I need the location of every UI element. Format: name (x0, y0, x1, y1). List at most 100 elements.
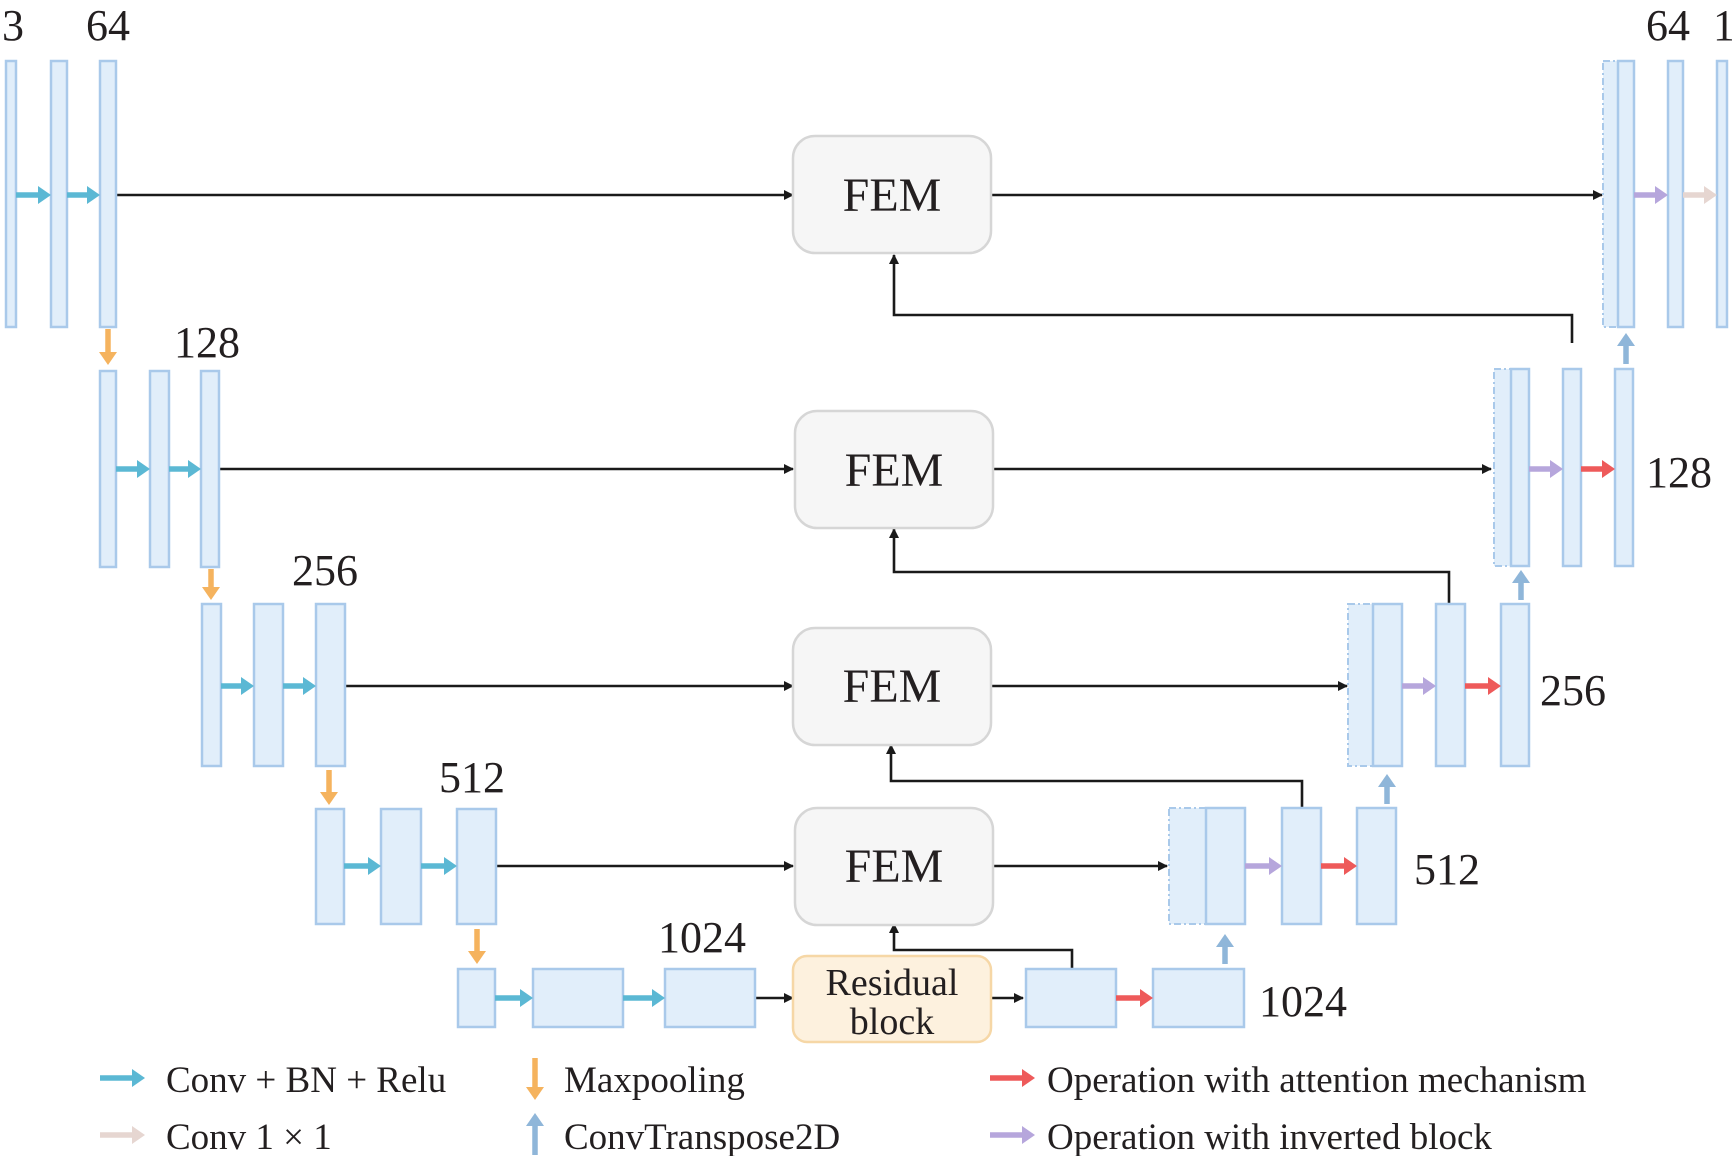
convtranspose-arrow (1512, 570, 1530, 600)
channel-label-bottleneck: 1024 (658, 913, 746, 962)
feature-map (1355, 806, 1398, 926)
conv-bn-relu-arrow (67, 186, 100, 204)
maxpool-arrow (468, 929, 486, 964)
arrow-down-maxpool-icon (526, 1058, 544, 1100)
fem-box (791, 626, 993, 747)
fem-label: FEM (845, 840, 944, 893)
conv-bn-relu-arrow (283, 677, 316, 695)
fem-label: FEM (843, 169, 942, 222)
feature-map (1666, 59, 1685, 329)
upward-path-1 (889, 254, 1574, 343)
feature-map (314, 602, 347, 768)
fem-label: FEM (843, 660, 942, 713)
fem-box (791, 134, 993, 255)
legend-label-attention: Operation with attention mechanism (1047, 1060, 1587, 1101)
arrow-up-convtranspose-icon (526, 1113, 544, 1155)
channel-label-dec-top-64: 64 (1646, 1, 1690, 50)
feature-map (379, 807, 423, 926)
feature-map (1371, 602, 1404, 768)
channel-label-dec4: 512 (1414, 845, 1480, 894)
residual-box (791, 954, 993, 1044)
channel-label-enc2: 128 (174, 318, 240, 367)
arrow-right-conv1x1-icon (100, 1126, 145, 1144)
upward-path-2 (889, 528, 1451, 603)
fem-module-3: FEM (791, 626, 993, 747)
conv-bn-relu-arrow (116, 460, 150, 478)
arrow-right-conv-bn-relu-icon (100, 1069, 145, 1087)
legend: Conv + BN + Relu Conv 1 × 1 Maxpooling C… (100, 1058, 1587, 1158)
fem-module-2: FEM (793, 409, 995, 530)
maxpool-arrow (99, 329, 117, 365)
feature-map (148, 369, 171, 569)
inverted-arrow (1402, 677, 1436, 695)
feature-map (455, 807, 498, 926)
fem-box (793, 806, 995, 927)
legend-icons (100, 1058, 1035, 1155)
feature-map (1024, 967, 1118, 1029)
concat-feature-map (1602, 60, 1620, 328)
channel-label-dec3: 256 (1540, 666, 1606, 715)
feature-map (314, 807, 346, 926)
attention-arrow (1581, 460, 1615, 478)
attention-arrow (1321, 857, 1357, 875)
feature-map (1151, 967, 1246, 1029)
conv-bn-relu-arrow (623, 989, 665, 1007)
fem-module-1: FEM (791, 134, 993, 255)
feature-map (1613, 367, 1635, 568)
feature-map (1204, 806, 1247, 926)
feature-map (1715, 59, 1729, 329)
residual-label-line1: Residual (826, 962, 959, 1004)
feature-map (199, 369, 221, 569)
feature-map (1434, 602, 1467, 768)
feature-map (98, 59, 118, 329)
feature-map (531, 967, 625, 1029)
feature-map (98, 369, 118, 569)
conv1x1-arrow (1683, 186, 1717, 204)
channel-label-dec-bottom: 1024 (1259, 977, 1347, 1026)
upward-path-4 (889, 923, 1074, 968)
conv-bn-relu-arrow (495, 989, 533, 1007)
fem-label: FEM (845, 444, 944, 497)
upward-path-3 (886, 744, 1304, 807)
convtranspose-arrow (1216, 934, 1234, 964)
feature-map (1561, 367, 1583, 568)
channel-label-dec2: 128 (1646, 448, 1712, 497)
residual-label-line2: block (850, 1001, 934, 1043)
conv-bn-relu-arrow (344, 857, 381, 875)
legend-label-conv1x1: Conv 1 × 1 (166, 1117, 332, 1156)
feature-map (4, 59, 18, 329)
arrow-right-attention-icon (990, 1069, 1035, 1087)
operation-arrows (16, 186, 1717, 1007)
encoder (4, 59, 757, 1029)
concat-feature-map (1347, 603, 1375, 767)
convtranspose-arrow (1378, 774, 1396, 804)
residual-block: Residual block (791, 954, 993, 1044)
channel-label-enc1-in: 3 (2, 1, 24, 50)
feature-map (1509, 367, 1531, 568)
connector-layer (116, 190, 1603, 1003)
attention-arrow (1116, 989, 1153, 1007)
concat-feature-map (1168, 807, 1208, 925)
arrow-right-inverted-icon (990, 1126, 1035, 1144)
inverted-arrow (1529, 460, 1563, 478)
decoder (1024, 59, 1729, 1029)
attention-arrow (1465, 677, 1501, 695)
concat-feature-map (1493, 368, 1513, 567)
conv-bn-relu-arrow (169, 460, 201, 478)
legend-label-convtranspose2d: ConvTranspose2D (564, 1117, 840, 1156)
conv-bn-relu-arrow (16, 186, 51, 204)
channel-label-enc4: 512 (439, 753, 505, 802)
feature-map (1616, 59, 1636, 329)
fem-module-4: FEM (793, 806, 995, 927)
legend-label-maxpooling: Maxpooling (564, 1060, 745, 1101)
maxpool-arrow (320, 770, 338, 805)
channel-label-enc3: 256 (292, 546, 358, 595)
feature-map (1280, 806, 1323, 926)
channel-label-dec-top-1: 1 (1713, 1, 1732, 50)
inverted-arrow (1245, 857, 1282, 875)
legend-label-conv-bn-relu: Conv + BN + Relu (166, 1060, 446, 1101)
convtranspose-arrow (1617, 333, 1635, 364)
feature-map (456, 967, 497, 1029)
